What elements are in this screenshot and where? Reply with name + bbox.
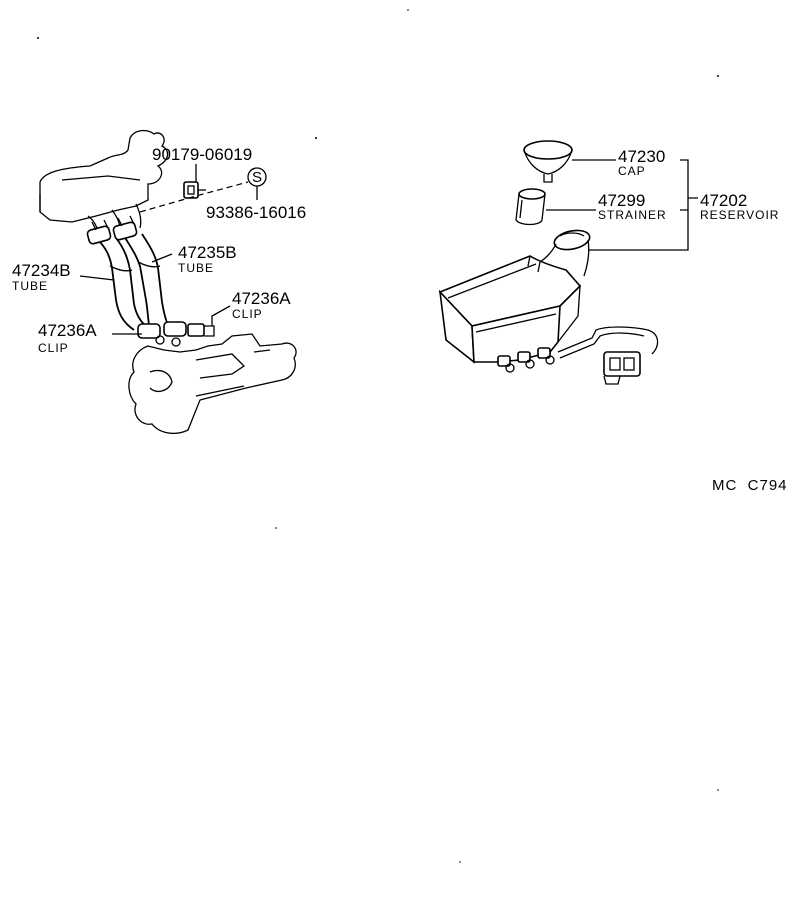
tube-47234b-part <box>97 237 151 331</box>
clip-right-number: 47236A <box>232 289 291 308</box>
tube-47235b-number: 47235B <box>178 243 237 262</box>
strainer-part-name: STRAINER <box>598 208 667 222</box>
scan-specks <box>37 9 719 863</box>
booster-body-lower <box>39 175 141 212</box>
reservoir-part <box>438 229 659 385</box>
tube-47235b-leader <box>151 253 173 263</box>
reservoir-part-number: 47202 <box>700 191 747 210</box>
bolt-part <box>183 181 206 199</box>
master-cylinder-outline <box>128 333 297 435</box>
tube-47234b-leader <box>79 275 115 281</box>
figure-code: MC C794 <box>712 477 788 494</box>
tube-47234b-name: TUBE <box>12 279 48 293</box>
upper-hose-fittings <box>86 215 138 245</box>
left-assembly: S <box>12 129 306 435</box>
tube-47235b-name: TUBE <box>178 261 214 275</box>
clip-right-leader <box>211 305 231 326</box>
clip-left-name: CLIP <box>38 341 69 355</box>
bolt-part-number: 90179-06019 <box>152 145 252 164</box>
cap-part-name: CAP <box>618 164 646 178</box>
clamp-part-number: 93386-16016 <box>206 203 306 222</box>
clamp-part: S <box>247 167 267 187</box>
cap-part-number: 47230 <box>618 147 665 166</box>
lower-hose-clips <box>137 321 215 347</box>
tube-47234b-number: 47234B <box>12 261 71 280</box>
reservoir-part-name: RESERVOIR <box>700 208 779 222</box>
clamp-symbol: S <box>252 169 262 186</box>
strainer-part-number: 47299 <box>598 191 645 210</box>
strainer-part <box>515 188 546 226</box>
clip-right-name: CLIP <box>232 307 263 321</box>
mount-dashed-line <box>139 181 249 213</box>
clip-left-number: 47236A <box>38 321 97 340</box>
reservoir-bracket <box>588 159 698 251</box>
master-cylinder-detail <box>149 349 271 397</box>
booster-body-outline <box>39 129 169 223</box>
cap-part <box>523 140 573 183</box>
right-assembly: 47230 CAP 47299 STRAINER 47202 RESERVOIR <box>438 140 779 385</box>
